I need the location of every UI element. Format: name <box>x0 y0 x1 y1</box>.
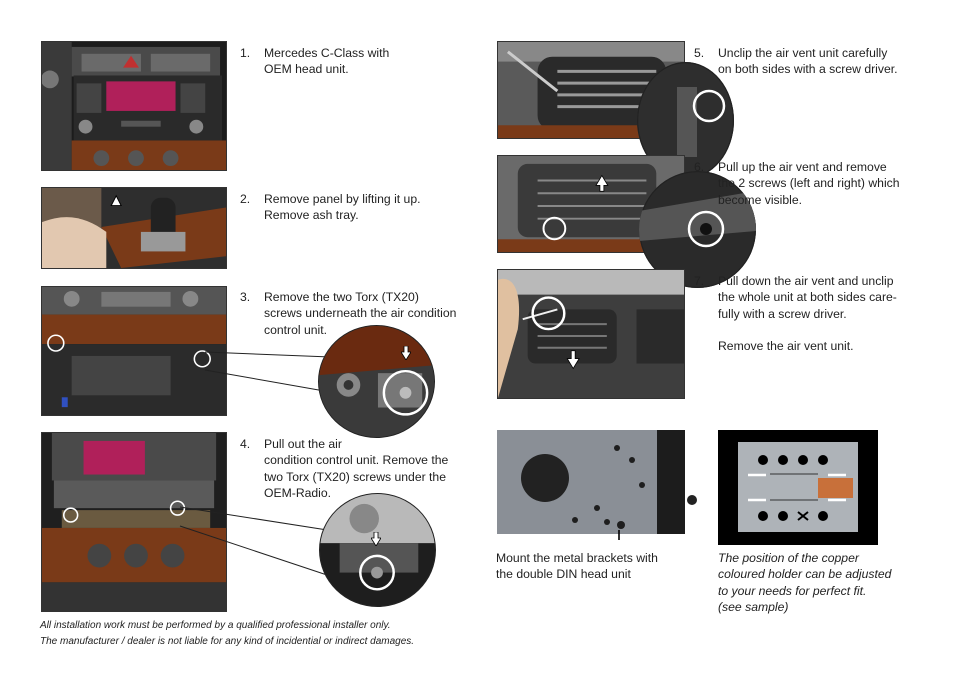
step-2: 2. Remove panel by lifting it up. Remove… <box>240 191 470 225</box>
step-text: Pull up the air vent and remove the 2 sc… <box>718 160 900 207</box>
zoom-circle-vent-clip <box>637 62 734 179</box>
step-number: 6. <box>694 160 705 174</box>
step-number: 7. <box>694 274 705 288</box>
photo-gear-panel <box>41 187 227 269</box>
step-number: 4. <box>240 437 251 451</box>
step-3: 3. Remove the two Torx (TX20) screws und… <box>240 289 480 339</box>
step-number: 2. <box>240 192 251 206</box>
step-4: 4. Pull out the air condition control un… <box>240 436 480 502</box>
step-text: Remove panel by lifting it up. Remove as… <box>264 192 421 223</box>
arrow-icon <box>370 531 382 547</box>
step-1: 1. Mercedes C-Class with OEM head unit. <box>240 45 470 79</box>
step-7: 7. Pull down the air vent and unclip the… <box>694 273 934 355</box>
disclaimer-line-2: The manufacturer / dealer is not liable … <box>40 635 415 647</box>
disclaimer: All installation work must be performed … <box>40 618 414 649</box>
step-number: 1. <box>240 46 251 60</box>
step-6: 6. Pull up the air vent and remove the 2… <box>694 159 934 209</box>
step-text: Unclip the air vent unit carefully on bo… <box>718 46 898 77</box>
zoom-circle-torx-radio <box>319 493 436 607</box>
step-5: 5. Unclip the air vent unit carefully on… <box>694 45 934 79</box>
zoom-circle-vent-screw <box>639 171 756 288</box>
caption-holder: The position of the copper coloured hold… <box>718 551 892 614</box>
photo-din-head-unit <box>497 430 699 540</box>
arrow-icon <box>400 345 412 361</box>
step-text: Pull down the air vent and unclip the wh… <box>718 274 897 354</box>
step-text: Mercedes C-Class with OEM head unit. <box>264 46 390 77</box>
photo-vent-pull-down <box>497 269 685 399</box>
step-number: 5. <box>694 46 705 60</box>
step-number: 3. <box>240 290 251 304</box>
step-text: Remove the two Torx (TX20) screws undern… <box>264 290 457 337</box>
step-text: Pull out the air condition control unit.… <box>264 437 449 500</box>
disclaimer-line-1: All installation work must be performed … <box>40 620 391 631</box>
photo-head-unit <box>41 41 227 171</box>
caption-mount: Mount the metal brackets with the double… <box>496 551 658 582</box>
zoom-circle-torx-ac <box>318 325 435 438</box>
photo-wood-trim <box>41 286 227 416</box>
photo-copper-holder <box>718 430 878 545</box>
photo-ac-removed <box>41 432 227 612</box>
